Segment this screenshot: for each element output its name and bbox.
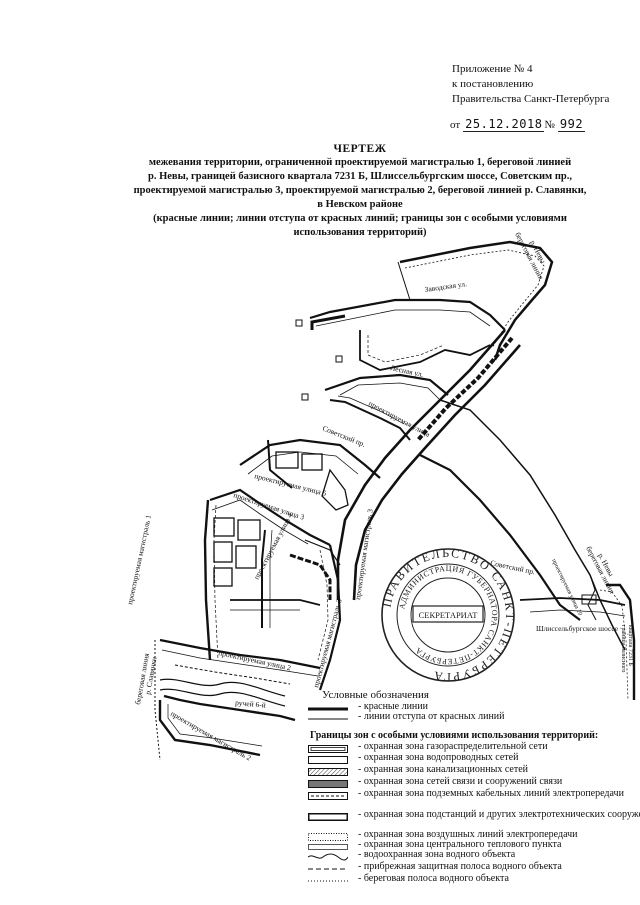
official-seal	[381, 548, 515, 682]
legend-label: прибрежная защитная полоса водного объек…	[358, 861, 562, 873]
title-line-7: использования территорий)	[293, 227, 427, 238]
legend-label: линии отступа от красных линий	[358, 711, 505, 723]
appendix-block: Приложение № 4 к постановлению Правитель…	[452, 62, 609, 107]
legend-label: охранная зона сетей связи и сооружений с…	[358, 776, 562, 788]
lesnaya-block	[324, 373, 449, 441]
appendix-government: Правительства Санкт-Петербурга	[452, 93, 610, 105]
title-line-4: проектируемой магистралью 3, проектируем…	[133, 185, 587, 196]
central-south	[317, 544, 342, 691]
legend-label: охранная зона канализационных сетей	[358, 764, 528, 776]
neva-shore-top	[397, 240, 554, 361]
legend-symbol	[308, 792, 348, 800]
label-sovetsky-1: Советский пр.	[321, 424, 367, 449]
legend-symbol	[308, 768, 348, 776]
legend-item: охранная зона газораспределительной сети	[300, 741, 630, 756]
legend-symbol	[308, 780, 348, 788]
legend-label: водоохранная зона водного объекта	[358, 849, 515, 861]
legend-item: охранная зона сетей связи и сооружений с…	[300, 776, 630, 791]
label-kvartal-2: квартала 7231 Б	[627, 625, 633, 666]
legend-item: водоохранная зона водного объекта	[300, 849, 630, 864]
legend-symbol	[308, 877, 348, 884]
legend-symbol	[308, 715, 348, 722]
title-line-6: (красные линии; линии отступа от красных…	[153, 213, 567, 224]
legend-label: охранная зона подстанций и других электр…	[358, 809, 640, 821]
legend-item: охранная зона подземных кабельных линий …	[300, 788, 630, 803]
legend-symbol	[308, 745, 348, 753]
decree-date: 25.12.2018	[463, 117, 545, 132]
legend-symbol	[308, 705, 348, 712]
decree-number: 992	[557, 117, 586, 132]
legend-item: линии отступа от красных линий	[300, 711, 630, 726]
legend-item: охранная зона подстанций и других электр…	[300, 809, 640, 824]
legend-item: охранная зона воздушных линий электропер…	[300, 829, 630, 844]
label-proj-street-2: проектируемая улица 2	[218, 648, 292, 672]
sovetsky-corridor	[336, 329, 521, 601]
legend-label: береговая полоса водного объекта	[358, 873, 509, 885]
western-blocks	[203, 438, 381, 661]
legend-group-heading: Границы зон с особыми условиями использо…	[310, 730, 599, 741]
label-shlisselburg: Шлиссельбургское шоссе	[536, 624, 619, 633]
legend-symbol	[307, 853, 349, 861]
appendix-number: Приложение № 4	[452, 63, 533, 75]
appendix-resolution: к постановлению	[452, 78, 534, 90]
legend-symbol	[308, 756, 348, 764]
label-proj-street-10: проектируемая улица 10	[550, 558, 583, 616]
legend-item: красные линии	[300, 701, 630, 716]
title-line-5: в Невском районе	[317, 199, 403, 210]
label-proj-magistral-3a: проектируемая магистраль 3	[353, 508, 375, 600]
legend-label: красные линии	[358, 701, 428, 713]
decree-from-label: от	[450, 119, 461, 131]
title-line-3: р. Невы, границей базисного квартала 723…	[148, 171, 572, 182]
title-heading: ЧЕРТЕЖ	[333, 143, 387, 155]
legend-item: охранная зона канализационных сетей	[300, 764, 630, 779]
label-ruchey: ручей 6-й	[235, 698, 266, 710]
legend-label: охранная зона воздушных линий электропер…	[358, 829, 578, 841]
legend-item: охранная зона центрального теплового пун…	[300, 839, 630, 854]
legend-label: охранная зона водопроводных сетей	[358, 752, 519, 764]
legend-item: береговая полоса водного объекта	[300, 873, 630, 888]
map-labels: береговая линия р. Невы Заводская ул. Ле…	[125, 231, 633, 763]
label-zavodskaya: Заводская ул.	[424, 279, 467, 294]
label-proj-magistral-1: проектируемая магистраль 1	[125, 514, 153, 606]
southern-blocks	[154, 638, 321, 761]
label-proj-street-4: проектируемая улица 4	[252, 511, 295, 581]
label-proj-street-3: проектируемая улица 3	[232, 490, 305, 521]
legend-symbol	[308, 833, 348, 841]
legend-item: прибрежная защитная полоса водного объек…	[300, 861, 630, 876]
legend-symbol	[307, 812, 349, 822]
label-kvartal-1: граница базисного	[620, 625, 627, 672]
legend-item: охранная зона водопроводных сетей	[300, 752, 630, 767]
zavodskaya-block	[295, 298, 506, 401]
label-proj-magistral-2: проектируемая магистраль 2	[169, 709, 253, 763]
legend-symbol	[308, 865, 348, 872]
legend-label: охранная зона центрального теплового пун…	[358, 839, 562, 851]
drawing-title: ЧЕРТЕЖ межевания территории, ограниченно…	[110, 142, 610, 240]
decree-number-label: №	[544, 119, 555, 131]
title-line-2: межевания территории, ограниченной проек…	[148, 157, 572, 168]
legend-heading: Условные обозначения	[322, 689, 429, 701]
legend-label: охранная зона газораспределительной сети	[358, 741, 548, 753]
legend-symbol	[308, 843, 348, 850]
seal-center-text: СЕКРЕТАРИАТ	[419, 610, 479, 620]
shlisselburg-area	[419, 399, 636, 701]
label-proj-street-5: проектируемая улица 5	[254, 471, 328, 498]
legend-label: охранная зона подземных кабельных линий …	[358, 788, 624, 800]
